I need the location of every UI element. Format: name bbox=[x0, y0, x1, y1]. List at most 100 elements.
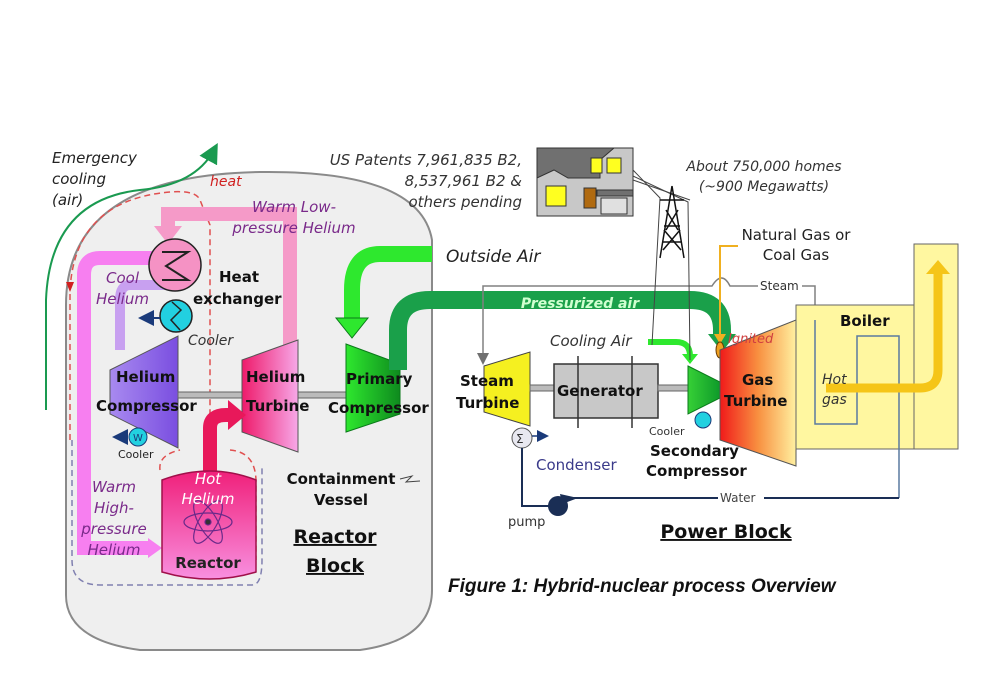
condenser-label: Condenser bbox=[536, 456, 617, 474]
cool-helium-label-2: Helium bbox=[96, 290, 149, 308]
secondary-compressor bbox=[687, 365, 721, 415]
emergency-label-2: cooling bbox=[52, 170, 106, 188]
steam-turbine-label-1: Steam bbox=[460, 372, 514, 390]
generator bbox=[553, 363, 659, 419]
patents-line-3: others pending bbox=[408, 193, 522, 211]
fuel-arrowhead bbox=[714, 334, 726, 344]
water-label: Water bbox=[720, 491, 756, 505]
atom-icon bbox=[183, 500, 233, 544]
steam-turbine bbox=[483, 351, 531, 427]
outside-air-label: Outside Air bbox=[446, 247, 541, 267]
hot-helium-arrowhead bbox=[228, 400, 246, 430]
cooler-top-coil-icon bbox=[169, 301, 183, 331]
helium-compressor bbox=[109, 335, 179, 449]
generator-label: Generator bbox=[557, 382, 643, 400]
reactor-block-title-1: Reactor bbox=[293, 526, 377, 548]
emergency-cooling-arrow bbox=[45, 142, 218, 410]
primary-compressor bbox=[345, 343, 401, 433]
hot-gas-arrowhead bbox=[926, 260, 950, 274]
figure-caption: Figure 1: Hybrid-nuclear process Overvie… bbox=[448, 576, 837, 597]
emergency-label-3: (air) bbox=[52, 191, 83, 209]
reactor-block-title-2: Block bbox=[306, 555, 364, 577]
containment-label-1: Containment bbox=[287, 470, 396, 488]
water-label-bg bbox=[718, 491, 764, 505]
secondary-cooler-label: Cooler bbox=[649, 425, 685, 438]
fuel-line bbox=[719, 245, 738, 340]
helium-compressor-label-2: Compressor bbox=[96, 397, 197, 415]
steam-line bbox=[477, 277, 816, 365]
patents-line-1: US Patents 7,961,835 B2, bbox=[330, 151, 522, 169]
warm-high-label-3: pressure bbox=[80, 520, 146, 538]
gas-turbine-label-2: Turbine bbox=[724, 392, 787, 410]
gas-turbine bbox=[719, 319, 797, 467]
warm-high-pressure-helium-flow bbox=[77, 251, 160, 555]
warm-high-label-1: Warm bbox=[92, 478, 136, 496]
containment-label-2: Vessel bbox=[314, 491, 368, 509]
outside-air-arrowhead bbox=[334, 317, 370, 339]
warm-high-label-2: High- bbox=[94, 499, 134, 517]
cooler-small-label: Cooler bbox=[118, 448, 154, 461]
steam-label: Steam bbox=[760, 279, 799, 293]
shaft-steam-gen bbox=[529, 384, 555, 392]
secondary-compressor-label-1: Secondary bbox=[650, 442, 739, 460]
heat-exchanger bbox=[148, 238, 202, 292]
power-lines bbox=[632, 169, 691, 361]
warm-low-label-2: pressure Helium bbox=[231, 219, 355, 237]
reactor-label: Reactor bbox=[175, 554, 241, 572]
pump-label: pump bbox=[508, 515, 545, 530]
helium-turbine-label-2: Turbine bbox=[246, 397, 309, 415]
homes-line-2: (~900 Megawatts) bbox=[699, 179, 829, 195]
cooler-small bbox=[128, 427, 148, 447]
warm-low-pressure-arrowhead bbox=[154, 226, 182, 244]
secondary-cooler bbox=[694, 411, 712, 429]
ignited-label: Ignited bbox=[728, 332, 774, 347]
fuel-label-2: Coal Gas bbox=[763, 246, 830, 264]
steam-coil bbox=[814, 320, 900, 498]
helium-compressor-label-1: Helium bbox=[116, 368, 175, 386]
heat-exchanger-label-2: exchanger bbox=[193, 290, 282, 308]
steam-turbine-label-2: Turbine bbox=[456, 394, 519, 412]
power-block-title: Power Block bbox=[660, 521, 792, 543]
shaft-gen-sec bbox=[657, 384, 689, 392]
cool-helium-label-1: Cool bbox=[106, 269, 140, 287]
primary-compressor-label-1: Primary bbox=[346, 370, 413, 388]
helium-turbine-label-1: Helium bbox=[246, 368, 305, 386]
containment-leader bbox=[399, 475, 421, 483]
hot-helium-label-2: Helium bbox=[182, 490, 235, 508]
emergency-label-1: Emergency bbox=[52, 149, 138, 167]
house-icon bbox=[536, 147, 634, 217]
condenser-icon: Σ bbox=[516, 432, 524, 446]
cooling-air-flow bbox=[648, 339, 693, 357]
cooler-small-icon: W bbox=[133, 433, 143, 444]
outside-air-flow bbox=[344, 246, 432, 320]
hot-helium-flow bbox=[203, 408, 232, 472]
heat-exchanger-coil-icon bbox=[162, 251, 192, 281]
cooling-air-label: Cooling Air bbox=[550, 332, 632, 350]
warm-low-label-1: Warm Low- bbox=[252, 198, 336, 216]
secondary-compressor-label-2: Compressor bbox=[646, 462, 747, 480]
steam-label-bg bbox=[758, 278, 802, 292]
patents-line-2: 8,537,961 B2 & bbox=[405, 172, 523, 190]
reactor-dashed-outline bbox=[71, 440, 263, 586]
fuel-label-1: Natural Gas or bbox=[742, 226, 852, 244]
boiler-label: Boiler bbox=[840, 312, 890, 330]
helium-turbine bbox=[241, 339, 299, 453]
hot-helium-label-1: Hot bbox=[195, 470, 222, 488]
hot-gas-label-1: Hot bbox=[822, 372, 847, 388]
pump-outlet bbox=[560, 494, 578, 504]
hot-gas-flow bbox=[826, 272, 943, 393]
heat-arrow-down bbox=[66, 282, 74, 292]
hot-gas-label-2: gas bbox=[822, 392, 847, 408]
warm-high-label-4: Helium bbox=[88, 541, 141, 559]
transmission-tower-icon bbox=[659, 185, 685, 259]
cool-helium-flow bbox=[115, 280, 165, 350]
homes-line-1: About 750,000 homes bbox=[685, 159, 841, 175]
cooler-top-label: Cooler bbox=[188, 333, 234, 349]
gas-turbine-label-1: Gas bbox=[742, 371, 773, 389]
heat-exchanger-label-1: Heat bbox=[219, 268, 259, 286]
primary-compressor-label-2: Compressor bbox=[328, 399, 429, 417]
pressurized-air-label: Pressurized air bbox=[521, 296, 640, 312]
warm-low-pressure-helium-flow bbox=[161, 207, 297, 440]
warm-high-pressure-arrowhead bbox=[148, 538, 162, 558]
